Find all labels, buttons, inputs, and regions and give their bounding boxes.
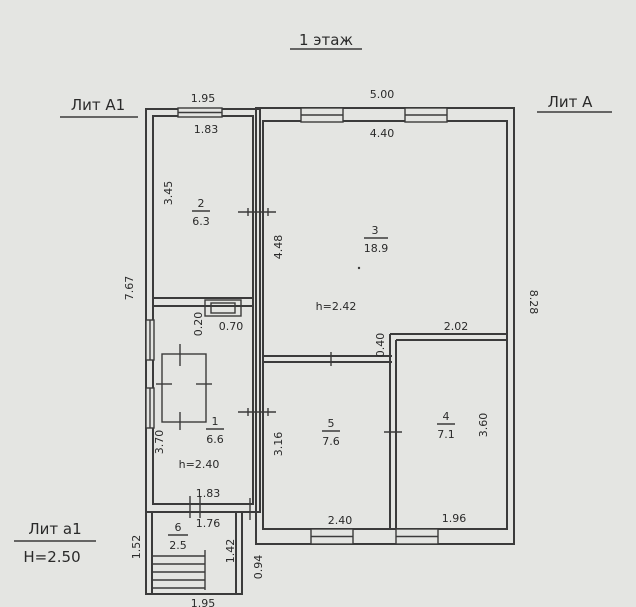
plan-title: 1 этаж	[299, 31, 353, 49]
wall-a-inner	[262, 120, 508, 530]
stove-inner	[210, 302, 236, 314]
dim-room4-bottom: 1.96	[442, 512, 467, 525]
dim-top-room2-inner: 1.83	[194, 123, 219, 136]
porch-outer	[145, 511, 243, 595]
window-room3-top-right	[404, 107, 448, 123]
window-room4-bottom	[395, 528, 439, 545]
dim-room4-height: 3.60	[477, 413, 490, 438]
label-height-a1-small: H=2.50	[23, 548, 80, 566]
wall-a-outer	[255, 107, 515, 545]
window-room1-left-lower	[145, 387, 155, 429]
stove	[204, 299, 242, 317]
dim-partition-a: 0.40	[374, 333, 387, 358]
room-1-height: h=2.40	[179, 458, 220, 471]
dim-room6-depth: 1.52	[130, 535, 143, 560]
dim-room6-inner: 1.42	[224, 539, 237, 564]
label-lit-a: Лит А	[548, 93, 594, 111]
room-3-area: 18.9	[364, 242, 389, 255]
room-6-number: 6	[175, 521, 182, 534]
dim-left-total: 7.67	[123, 276, 136, 301]
room-6-area: 2.5	[169, 539, 187, 552]
dim-room6-side: 0.94	[252, 555, 265, 580]
dim-bottom-a1-outer: 1.95	[191, 597, 216, 607]
dim-room2-height: 3.45	[162, 181, 175, 206]
room-2-area: 6.3	[192, 215, 210, 228]
dim-top-a-outer: 5.00	[370, 88, 395, 101]
dim-top-room3-inner: 4.40	[370, 127, 395, 140]
room-3-height: h=2.42	[316, 300, 357, 313]
window-room5-bottom	[310, 528, 354, 545]
room-4-area: 7.1	[437, 428, 455, 441]
dim-room5-bottom: 2.40	[328, 514, 353, 527]
room-5-area: 7.6	[322, 435, 340, 448]
window-room1-left-upper	[145, 319, 155, 361]
dim-room6-width: 1.76	[196, 517, 221, 530]
dim-room1-bottom: 1.83	[196, 487, 221, 500]
room-3-number: 3	[372, 224, 379, 237]
room1-stove-fixture	[161, 353, 207, 423]
room-1-number: 1	[212, 415, 219, 428]
label-lit-a1-small: Лит а1	[28, 520, 81, 538]
dim-room4-width: 2.02	[444, 320, 469, 333]
dim-room1-height: 3.70	[153, 430, 166, 455]
dim-room3-height: 4.48	[272, 235, 285, 260]
dim-right-total: 8.28	[527, 290, 540, 315]
room-4-number: 4	[443, 410, 450, 423]
label-lit-a1: Лит А1	[71, 96, 125, 114]
room-2-number: 2	[198, 197, 205, 210]
dim-partition-a1: 0.20	[192, 312, 205, 337]
dim-room5-height: 3.16	[272, 432, 285, 457]
dim-top-a1-outer: 1.95	[191, 92, 216, 105]
room3-dot	[357, 266, 361, 270]
room-1-area: 6.6	[206, 433, 224, 446]
window-room3-top-left	[300, 107, 344, 123]
dim-stove-width: 0.70	[219, 320, 244, 333]
room-5-number: 5	[328, 417, 335, 430]
window-room2-top	[177, 107, 223, 118]
